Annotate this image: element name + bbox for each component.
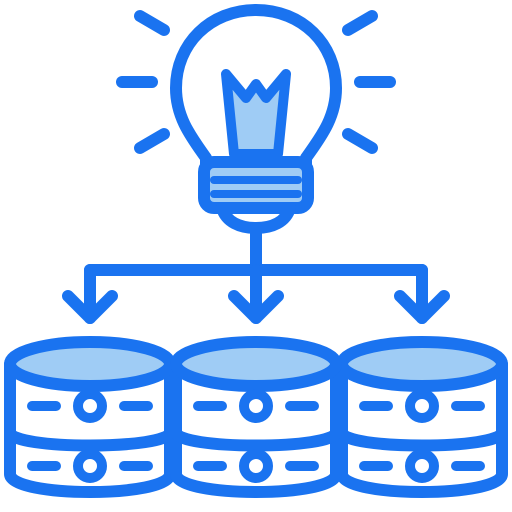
database-top: [170, 336, 342, 392]
bulb-base: [198, 156, 314, 214]
lightbulb-icon: [170, 4, 342, 234]
light-rays: [116, 10, 396, 154]
bulb-filament: [221, 69, 291, 159]
database-status-light: [73, 389, 107, 423]
database-icon: [336, 336, 508, 498]
database-status-light: [405, 449, 439, 483]
light-ray-icon: [342, 10, 378, 36]
database-body: [170, 358, 342, 498]
database-top: [4, 336, 176, 392]
arrow-down-icon: [228, 290, 284, 324]
databases-group: [4, 336, 508, 498]
database-body: [4, 358, 176, 498]
database-divider: [4, 428, 176, 452]
database-status-light: [239, 449, 273, 483]
database-status-light: [405, 389, 439, 423]
light-ray-icon: [134, 10, 170, 36]
database-divider: [170, 428, 342, 452]
database-body: [336, 358, 508, 498]
database-status-light: [239, 389, 273, 423]
light-ray-icon: [134, 128, 170, 154]
database-icon: [4, 336, 176, 498]
light-ray-icon: [342, 128, 378, 154]
database-icon: [170, 336, 342, 498]
distribution-connectors: [62, 222, 450, 324]
arrow-down-icon: [394, 290, 450, 324]
database-divider: [336, 428, 508, 452]
database-status-light: [73, 449, 107, 483]
database-top: [336, 336, 508, 392]
arrow-down-icon: [62, 290, 118, 324]
